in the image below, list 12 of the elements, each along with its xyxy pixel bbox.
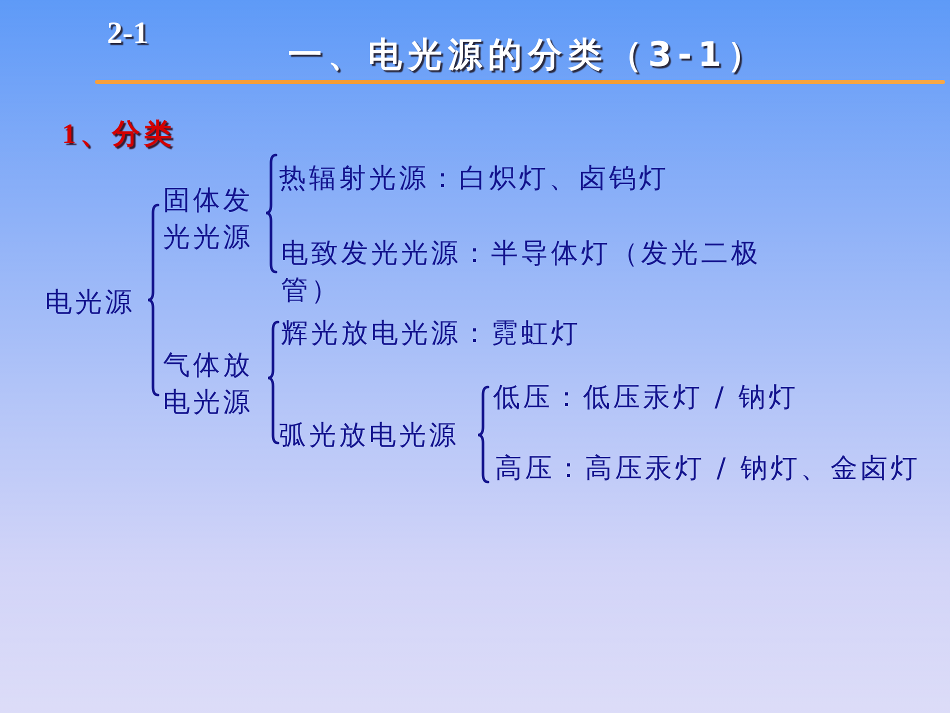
category-label: 辉光放电光源：霓虹灯 — [281, 317, 581, 351]
category-label: 热辐射光源：白炽灯、卤钨灯 — [279, 162, 669, 196]
section-heading: 1、分类 — [62, 118, 176, 152]
category-label: 高压：高压汞灯 / 钠灯、金卤灯 — [495, 452, 920, 486]
slide-title: 一、电光源的分类（3-1） — [288, 34, 768, 76]
category-label: 气体放电光源 — [163, 349, 254, 420]
category-label: 弧光放电光源 — [279, 419, 459, 453]
category-label: 电致发光光源：半导体灯（发光二极管） — [281, 237, 762, 308]
category-label: 低压：低压汞灯 / 钠灯 — [493, 381, 798, 415]
category-label: 电光源 — [45, 286, 135, 320]
page-number: 2-1 — [107, 14, 148, 51]
category-label: 固体发光光源 — [163, 184, 254, 255]
